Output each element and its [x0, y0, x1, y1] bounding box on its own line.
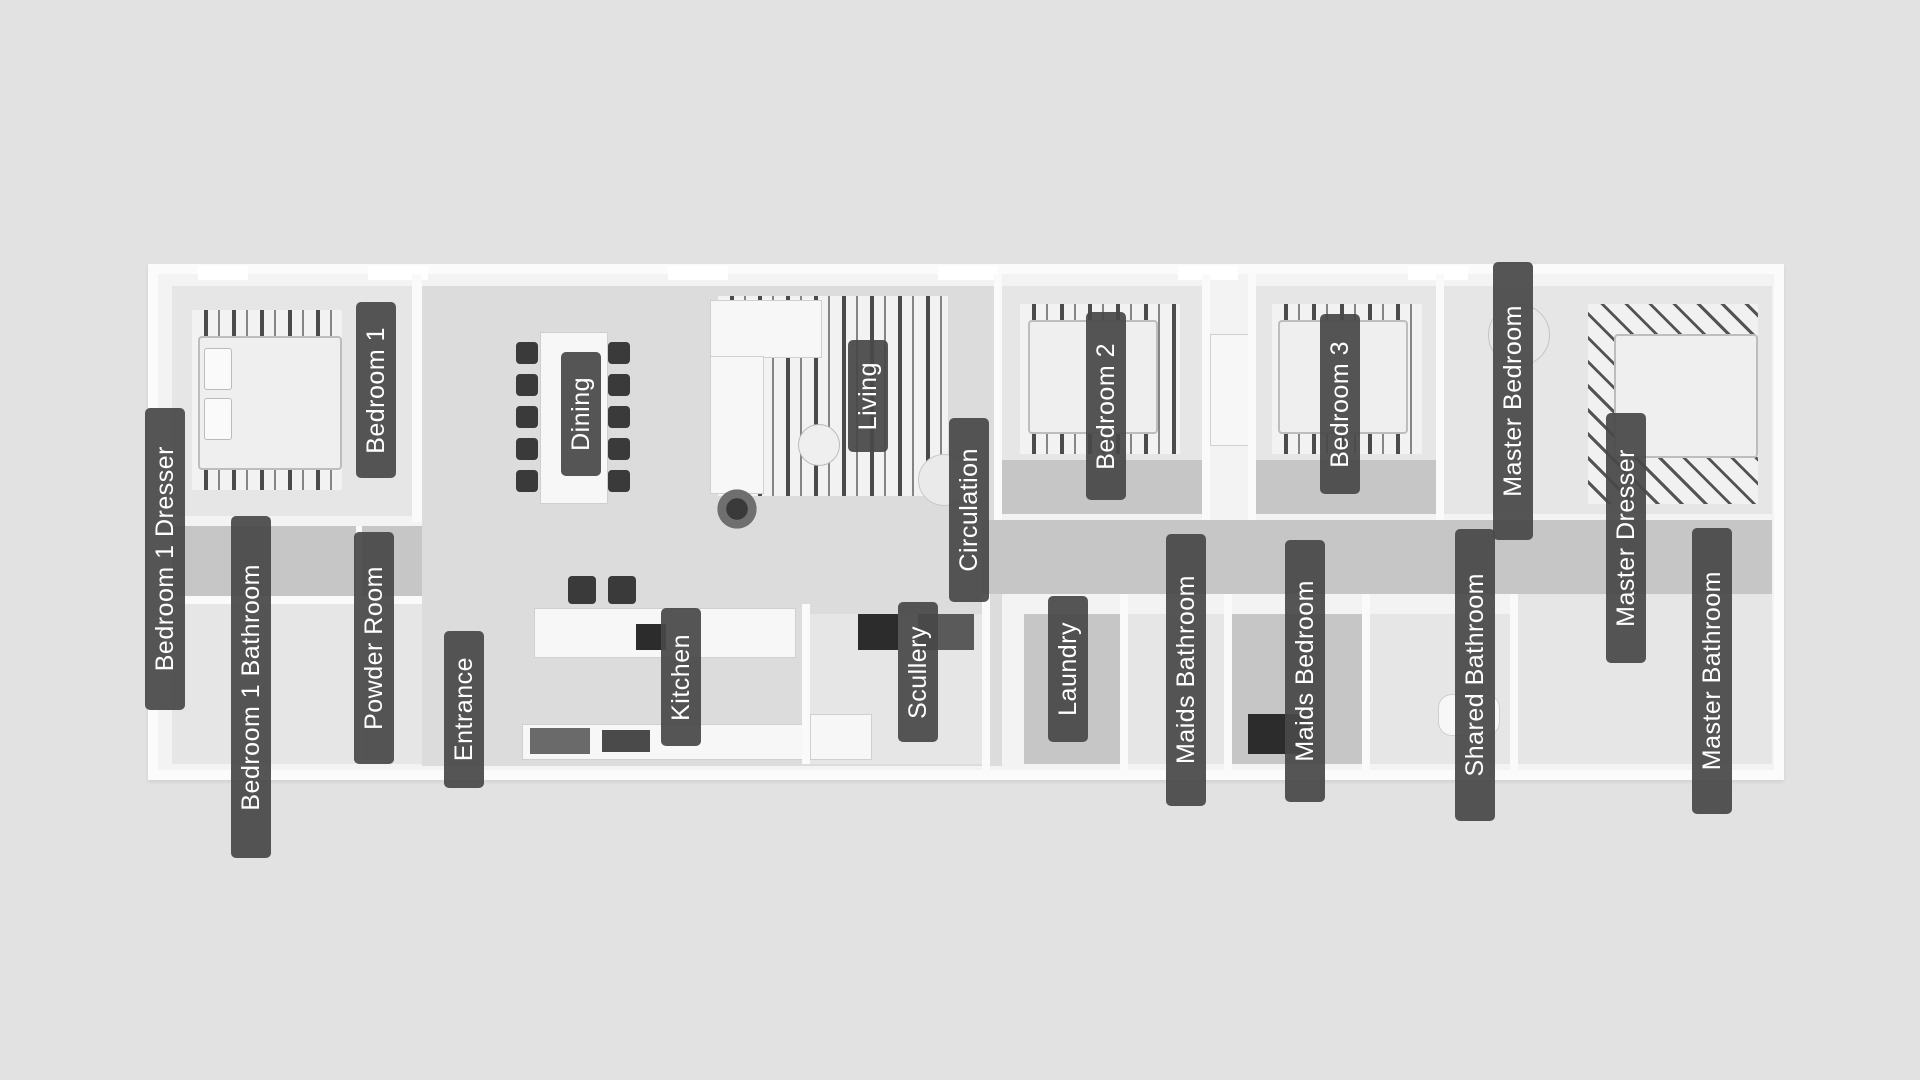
- bar-stool: [608, 576, 636, 604]
- room-label: Master Dresser: [1606, 413, 1646, 663]
- wall: [1120, 594, 1128, 774]
- room-label: Entrance: [444, 631, 484, 788]
- room-label-text: Master Bathroom: [1697, 571, 1726, 771]
- room-label: Master Bedroom: [1493, 262, 1533, 540]
- wall: [1510, 594, 1518, 774]
- wall: [1248, 274, 1256, 520]
- oven: [530, 728, 590, 754]
- room-label: Scullery: [898, 602, 938, 742]
- coffee-table: [798, 424, 840, 466]
- chair: [516, 342, 538, 364]
- window: [938, 266, 998, 280]
- sofa: [710, 300, 822, 358]
- room-label: Dining: [561, 352, 601, 476]
- pillow: [204, 348, 232, 390]
- room-label: Maids Bedroom: [1285, 540, 1325, 802]
- room-label-text: Scullery: [903, 625, 932, 719]
- chair: [608, 438, 630, 460]
- room-label-text: Shared Bathroom: [1460, 573, 1489, 777]
- room-label: Laundry: [1048, 596, 1088, 742]
- room-label-text: Maids Bathroom: [1171, 575, 1200, 765]
- chair: [608, 406, 630, 428]
- chair: [516, 438, 538, 460]
- window: [1408, 266, 1468, 280]
- wall: [994, 274, 1002, 520]
- wall: [172, 596, 426, 604]
- pillow: [204, 398, 232, 440]
- room-label: Circulation: [949, 418, 989, 602]
- room-label: Bedroom 1: [356, 302, 396, 478]
- chair: [608, 470, 630, 492]
- room-label-text: Bedroom 2: [1091, 342, 1120, 470]
- window: [668, 266, 728, 280]
- wall: [1202, 274, 1210, 520]
- bar-stool: [568, 576, 596, 604]
- chair: [516, 374, 538, 396]
- room-label-text: Master Dresser: [1611, 449, 1640, 627]
- room-label-text: Bedroom 1 Dresser: [150, 446, 179, 672]
- room-label-text: Entrance: [449, 657, 478, 762]
- sofa: [710, 356, 764, 494]
- wall: [1224, 594, 1232, 774]
- room-label-text: Master Bedroom: [1498, 305, 1527, 497]
- room-label-text: Living: [853, 361, 882, 431]
- plant: [712, 484, 762, 534]
- room-label-text: Powder Room: [359, 566, 388, 730]
- counter: [810, 714, 872, 760]
- room-label: Bedroom 2: [1086, 312, 1126, 500]
- appliance: [858, 614, 898, 650]
- room-label: Kitchen: [661, 608, 701, 746]
- room-label: Living: [848, 340, 888, 452]
- chair: [608, 374, 630, 396]
- room-label-text: Bedroom 1 Bathroom: [236, 563, 265, 811]
- room-label: Shared Bathroom: [1455, 529, 1495, 821]
- wall: [802, 604, 810, 764]
- wall: [1362, 594, 1370, 774]
- room-label-text: Dining: [566, 377, 595, 451]
- room-label-text: Kitchen: [666, 633, 695, 721]
- chair: [608, 342, 630, 364]
- window: [198, 266, 248, 280]
- room-label: Bedroom 3: [1320, 314, 1360, 494]
- room-label-text: Maids Bedroom: [1290, 580, 1319, 762]
- chair: [516, 406, 538, 428]
- room-label: Master Bathroom: [1692, 528, 1732, 814]
- room-label-text: Bedroom 1: [361, 326, 390, 454]
- chair: [516, 470, 538, 492]
- room-label-text: Laundry: [1053, 622, 1082, 716]
- wall: [412, 274, 422, 522]
- circulation-corridor: [982, 520, 1772, 594]
- room-label-text: Circulation: [954, 448, 983, 572]
- room-label: Bedroom 1 Bathroom: [231, 516, 271, 858]
- room-label: Powder Room: [354, 532, 394, 764]
- wall: [1436, 274, 1444, 520]
- window: [1178, 266, 1238, 280]
- wall: [982, 594, 990, 774]
- room-label: Bedroom 1 Dresser: [145, 408, 185, 710]
- room-label: Maids Bathroom: [1166, 534, 1206, 806]
- cooktop: [602, 730, 650, 752]
- room-label-text: Bedroom 3: [1325, 340, 1354, 468]
